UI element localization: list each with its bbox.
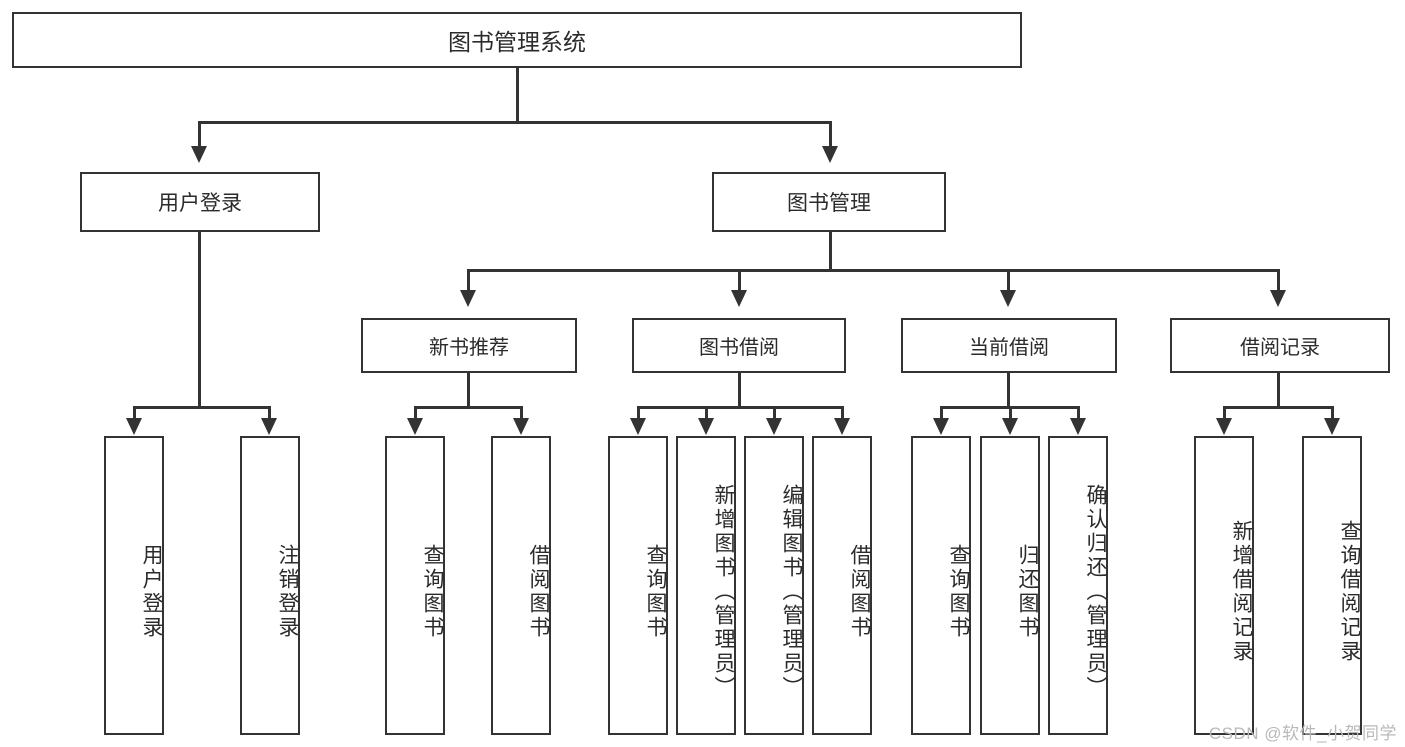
node-book-borrow: 图书借阅 (632, 318, 846, 373)
connector-current-borrow-stem (1007, 373, 1010, 408)
leaf-borrow-edit-book-label: 编辑图书（管理员） (780, 483, 803, 700)
arrow-current-borrow-leaf-3 (1070, 418, 1086, 435)
leaf-logout-label: 注销登录 (276, 543, 299, 640)
connector-borrow-record-leaf-2 (1331, 406, 1334, 420)
arrow-book-mgmt-to-borrow (731, 290, 747, 307)
connector-new-book-stem (467, 373, 470, 408)
node-user-login: 用户登录 (80, 172, 320, 232)
node-book-management-label: 图书管理 (787, 192, 871, 215)
connector-borrow-record-bar (1223, 406, 1333, 409)
node-current-borrow-label: 当前借阅 (969, 337, 1049, 359)
connector-user-login-stem (198, 232, 201, 408)
connector-current-borrow-leaf-3 (1077, 406, 1080, 420)
connector-root-to-book-mgmt (829, 121, 832, 146)
arrow-current-borrow-leaf-1 (933, 418, 949, 435)
connector-borrow-record-leaf-1 (1223, 406, 1226, 420)
connector-root-bar (198, 121, 832, 124)
leaf-new-book-borrow-label: 借阅图书 (527, 543, 550, 640)
leaf-borrow-add-book-label: 新增图书（管理员） (712, 483, 735, 700)
connector-book-borrow-leaf-1 (637, 406, 640, 420)
arrow-book-mgmt-to-current (1000, 290, 1016, 307)
arrow-book-borrow-leaf-1 (630, 418, 646, 435)
connector-current-borrow-leaf-2 (1009, 406, 1012, 420)
leaf-borrow-query-book-label: 查询图书 (644, 543, 667, 640)
leaf-borrow-borrow-book-label: 借阅图书 (848, 543, 871, 640)
leaf-current-return-book-label: 归还图书 (1016, 543, 1039, 640)
arrow-new-book-leaf-2 (513, 418, 529, 435)
leaf-record-query: 查询借阅记录 (1302, 436, 1362, 735)
leaf-borrow-query-book: 查询图书 (608, 436, 668, 735)
leaf-current-query-book: 查询图书 (911, 436, 971, 735)
leaf-record-query-label: 查询借阅记录 (1338, 519, 1361, 664)
connector-book-borrow-leaf-2 (705, 406, 708, 420)
node-user-login-label: 用户登录 (158, 192, 242, 215)
node-borrow-record-label: 借阅记录 (1240, 337, 1320, 359)
arrow-borrow-record-leaf-1 (1216, 418, 1232, 435)
arrow-root-to-user-login (191, 146, 207, 163)
leaf-record-add: 新增借阅记录 (1194, 436, 1254, 735)
connector-book-mgmt-to-new-book (467, 269, 470, 291)
leaf-current-return-book: 归还图书 (980, 436, 1040, 735)
arrow-book-borrow-leaf-4 (834, 418, 850, 435)
watermark: CSDN @软件_小贺同学 (1208, 724, 1397, 743)
connector-book-mgmt-bar (467, 269, 1279, 272)
leaf-logout: 注销登录 (240, 436, 300, 735)
arrow-user-login-leaf-1 (126, 418, 142, 435)
node-new-book-recommend-label: 新书推荐 (429, 337, 509, 359)
connector-root-stem (516, 68, 519, 121)
leaf-user-login: 用户登录 (104, 436, 164, 735)
arrow-root-to-book-mgmt (822, 146, 838, 163)
connector-book-borrow-stem (738, 373, 741, 408)
connector-new-book-leaf-1 (414, 406, 417, 420)
leaf-current-query-book-label: 查询图书 (947, 543, 970, 640)
leaf-current-confirm-return-label: 确认归还（管理员） (1084, 483, 1107, 700)
connector-book-mgmt-to-borrow (738, 269, 741, 291)
connector-user-login-leaf-2 (268, 406, 271, 420)
arrow-user-login-leaf-2 (261, 418, 277, 435)
leaf-record-add-label: 新增借阅记录 (1230, 519, 1253, 664)
connector-root-to-user-login (198, 121, 201, 146)
arrow-book-mgmt-to-new-book (460, 290, 476, 307)
leaf-borrow-add-book: 新增图书（管理员） (676, 436, 736, 735)
node-root: 图书管理系统 (12, 12, 1022, 68)
leaf-new-book-borrow: 借阅图书 (491, 436, 551, 735)
node-book-management: 图书管理 (712, 172, 946, 232)
node-new-book-recommend: 新书推荐 (361, 318, 577, 373)
arrow-book-borrow-leaf-2 (698, 418, 714, 435)
connector-new-book-leaf-2 (520, 406, 523, 420)
node-borrow-record: 借阅记录 (1170, 318, 1390, 373)
leaf-new-book-query-label: 查询图书 (421, 543, 444, 640)
connector-book-borrow-leaf-4 (841, 406, 844, 420)
connector-current-borrow-leaf-1 (940, 406, 943, 420)
connector-book-mgmt-to-record (1277, 269, 1280, 291)
arrow-borrow-record-leaf-2 (1324, 418, 1340, 435)
node-current-borrow: 当前借阅 (901, 318, 1117, 373)
node-book-borrow-label: 图书借阅 (699, 337, 779, 359)
connector-borrow-record-stem (1277, 373, 1280, 408)
leaf-current-confirm-return: 确认归还（管理员） (1048, 436, 1108, 735)
arrow-book-borrow-leaf-3 (766, 418, 782, 435)
arrow-new-book-leaf-1 (407, 418, 423, 435)
arrow-book-mgmt-to-record (1270, 290, 1286, 307)
leaf-user-login-label: 用户登录 (140, 543, 163, 640)
arrow-current-borrow-leaf-2 (1002, 418, 1018, 435)
connector-user-login-bar (133, 406, 270, 409)
node-root-label: 图书管理系统 (448, 29, 586, 55)
connector-new-book-bar (414, 406, 522, 409)
connector-book-mgmt-to-current (1007, 269, 1010, 291)
leaf-borrow-borrow-book: 借阅图书 (812, 436, 872, 735)
connector-book-mgmt-stem (829, 232, 832, 271)
connector-user-login-leaf-1 (133, 406, 136, 420)
leaf-new-book-query: 查询图书 (385, 436, 445, 735)
leaf-borrow-edit-book: 编辑图书（管理员） (744, 436, 804, 735)
connector-book-borrow-leaf-3 (773, 406, 776, 420)
connector-book-borrow-bar (637, 406, 843, 409)
